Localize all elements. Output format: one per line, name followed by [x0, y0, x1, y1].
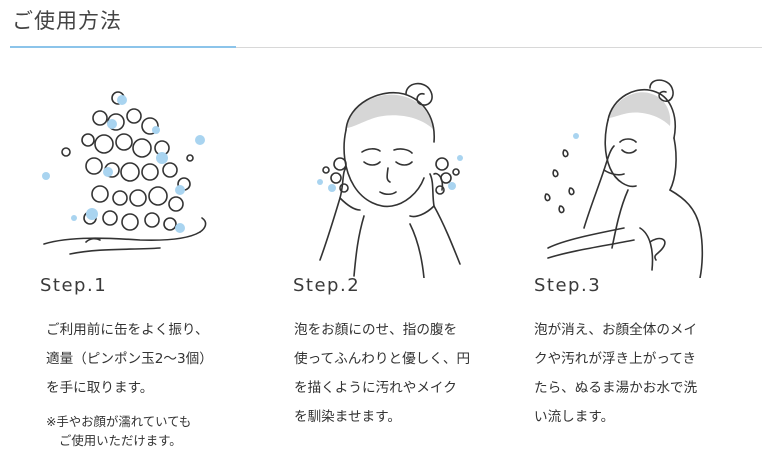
page-title: ご使用方法: [12, 9, 122, 33]
step-3-label: Step.3: [534, 275, 602, 296]
step-3-line: い流します。: [534, 409, 615, 425]
step-1-note-line: ご使用いただけます。: [59, 433, 182, 448]
step-3-description: 泡が消え、お顔全体のメイ クや汚れが浮き上がってき たら、ぬるま湯かお水で洗 い…: [534, 316, 752, 432]
step-2-line: を馴染ませます。: [294, 409, 401, 425]
step-2-description: 泡をお顔にのせ、指の腹を 使ってふんわりと優しく、円 を描くように汚れやメイク …: [294, 316, 512, 432]
face-foaming-icon: [317, 82, 463, 278]
step-2-label: Step.2: [293, 275, 361, 296]
header-accent-bar: [10, 46, 236, 48]
face-rinsing-icon: [544, 79, 704, 278]
section-header: ご使用方法: [10, 2, 762, 50]
step-3-line: 泡が消え、お顔全体のメイ: [534, 322, 698, 338]
step-2-line: 泡をお顔にのせ、指の腹を: [294, 322, 458, 338]
step-1-note: ※手やお顔が濡れていても ご使用いただけます。: [46, 412, 264, 450]
hand-with-foam-icon: [42, 91, 207, 255]
step-3-line: クや汚れが浮き上がってき: [534, 351, 697, 367]
step-1-line: 適量（ピンポン玉2〜3個）: [46, 351, 213, 367]
step-3: Step.3 泡が消え、お顔全体のメイ クや汚れが浮き上がってき たら、ぬるま湯…: [524, 78, 764, 450]
step-1-line: を手に取ります。: [46, 380, 154, 396]
step-1-description: ご利用前に缶をよく振り、 適量（ピンポン玉2〜3個） を手に取ります。: [46, 316, 264, 403]
step-1-label: Step.1: [40, 275, 108, 296]
step-1-line: ご利用前に缶をよく振り、: [46, 322, 209, 338]
step-2-line: 使ってふんわりと優しく、円: [294, 351, 471, 367]
header-divider: [10, 47, 762, 48]
step-1-note-line: ※手やお顔が濡れていても: [46, 414, 192, 429]
step-1: Step.1 ご利用前に缶をよく振り、 適量（ピンポン玉2〜3個） を手に取りま…: [30, 78, 270, 450]
step-2: Step.2 泡をお顔にのせ、指の腹を 使ってふんわりと優しく、円 を描くように…: [284, 78, 524, 450]
step-3-line: たら、ぬるま湯かお水で洗: [534, 380, 698, 396]
step-2-line: を描くように汚れやメイク: [294, 380, 457, 396]
